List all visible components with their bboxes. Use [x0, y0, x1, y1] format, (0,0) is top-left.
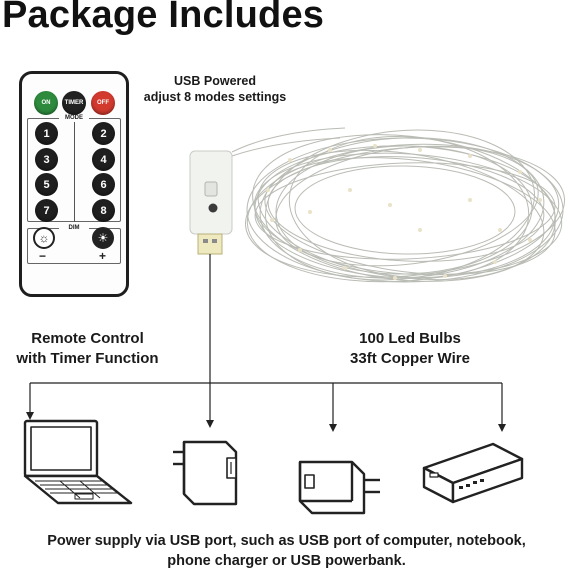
- sun-icon: ☼: [38, 231, 50, 245]
- fairy-lights-icon: [231, 127, 565, 283]
- wall-adapter-icon: [173, 440, 238, 506]
- mode-button-5: 5: [35, 173, 58, 196]
- usb-caption: USB Powered adjust 8 modes settings: [140, 73, 290, 105]
- mode-label: MODE: [59, 115, 89, 121]
- usb-caption-line1: USB Powered: [174, 74, 256, 88]
- remote-timer-button: TIMER: [62, 91, 86, 115]
- page-title: Package Includes: [2, 0, 325, 36]
- mode-button-1: 1: [35, 122, 58, 145]
- mode-button-8: 8: [92, 199, 115, 222]
- power-supply-note-line2: phone charger or USB powerbank.: [167, 553, 406, 569]
- usb-charger-icon: [298, 460, 380, 515]
- powerbank-icon: [422, 442, 524, 504]
- led-bulb-icons: [266, 144, 542, 280]
- mode-button-2: 2: [92, 122, 115, 145]
- arrowheads: [26, 412, 506, 432]
- mode-button-4: 4: [92, 148, 115, 171]
- mode-divider: [74, 122, 75, 222]
- laptop-icon: [23, 419, 133, 505]
- remote-caption-line1: Remote Control: [31, 330, 144, 347]
- power-supply-note: Power supply via USB port, such as USB p…: [10, 531, 563, 571]
- remote-off-button: OFF: [91, 91, 115, 115]
- dim-up-button: ☀: [92, 227, 114, 249]
- usb-caption-line2: adjust 8 modes settings: [143, 90, 287, 104]
- remote-control: ON TIMER OFF MODE 1 2 3 4 5 6 7 8 DIM ☼ …: [19, 71, 129, 297]
- mode-button-6: 6: [92, 173, 115, 196]
- sun-icon: ☀: [97, 231, 109, 245]
- mode-button-3: 3: [35, 148, 58, 171]
- usb-controller-icon: [189, 150, 233, 255]
- mode-button-7: 7: [35, 199, 58, 222]
- lights-caption: 100 Led Bulbs 33ft Copper Wire: [330, 329, 490, 369]
- dim-minus-label: −: [39, 249, 47, 263]
- connector-lines: [29, 254, 503, 426]
- dim-label: DIM: [59, 225, 89, 231]
- power-supply-note-line1: Power supply via USB port, such as USB p…: [47, 533, 526, 549]
- dim-down-button: ☼: [33, 227, 55, 249]
- lights-caption-line2: 33ft Copper Wire: [350, 350, 470, 367]
- lights-caption-line1: 100 Led Bulbs: [359, 330, 461, 347]
- remote-on-button: ON: [34, 91, 58, 115]
- remote-caption-line2: with Timer Function: [16, 350, 159, 367]
- dim-plus-label: +: [99, 249, 107, 263]
- remote-caption: Remote Control with Timer Function: [5, 329, 170, 369]
